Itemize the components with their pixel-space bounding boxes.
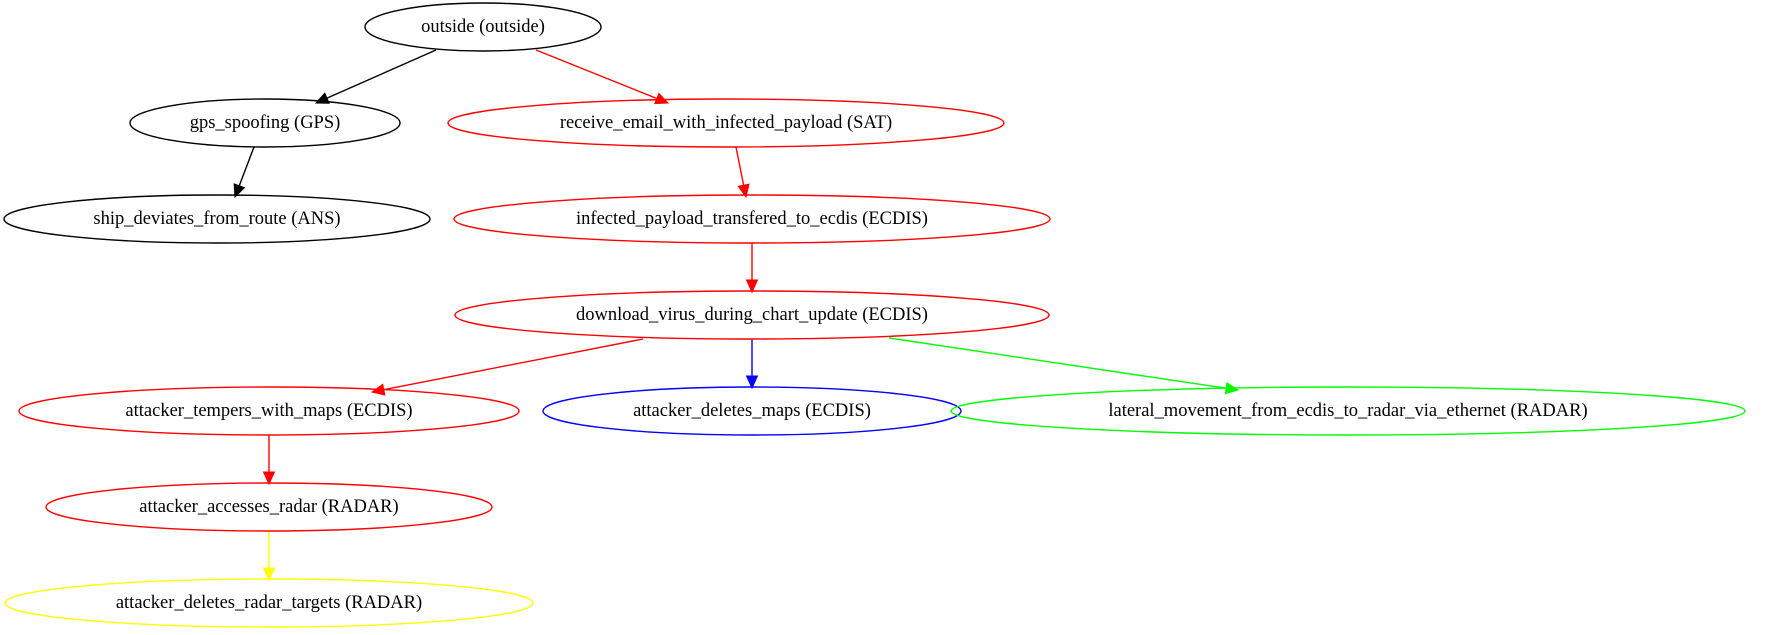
edge-gps-spoofing-to-ship-deviates (238, 146, 255, 187)
edge-download-virus-to-lateral-movement (888, 337, 1227, 389)
node-outside-label: outside (outside) (421, 17, 545, 37)
node-download-virus-label: download_virus_during_chart_update (ECDI… (576, 305, 928, 325)
node-gps-spoofing[interactable]: gps_spoofing (GPS) (129, 98, 401, 148)
node-infected-payload-label: infected_payload_transfered_to_ecdis (EC… (576, 209, 928, 229)
node-deletes-maps[interactable]: attacker_deletes_maps (ECDIS) (542, 386, 962, 436)
edge-download-virus-to-tempers-maps (383, 338, 644, 391)
node-deletes-radar-targets-label: attacker_deletes_radar_targets (RADAR) (116, 593, 422, 613)
arrowhead-outside-to-receive-email (654, 92, 670, 105)
node-accesses-radar-label: attacker_accesses_radar (RADAR) (139, 497, 398, 517)
node-deletes-radar-targets-shape (4, 578, 534, 628)
edge-receive-email-to-infected-payload (735, 146, 745, 186)
arrowhead-tempers-maps-to-accesses-radar (262, 471, 276, 486)
node-gps-spoofing-label: gps_spoofing (GPS) (190, 113, 341, 133)
node-download-virus-shape (454, 290, 1050, 340)
node-tempers-maps-label: attacker_tempers_with_maps (ECDIS) (125, 401, 412, 421)
node-deletes-radar-targets[interactable]: attacker_deletes_radar_targets (RADAR) (4, 578, 534, 628)
node-infected-payload[interactable]: infected_payload_transfered_to_ecdis (EC… (453, 194, 1051, 244)
node-tempers-maps-shape (18, 386, 520, 436)
node-outside[interactable]: outside (outside) (364, 2, 602, 52)
node-outside-shape (364, 2, 602, 52)
node-accesses-radar[interactable]: attacker_accesses_radar (RADAR) (45, 482, 493, 532)
edge-outside-to-gps-spoofing (326, 49, 437, 99)
node-lateral-movement[interactable]: lateral_movement_from_ecdis_to_radar_via… (950, 386, 1746, 436)
node-ship-deviates-shape (3, 194, 431, 244)
node-receive-email-shape (447, 98, 1005, 148)
node-accesses-radar-shape (45, 482, 493, 532)
node-tempers-maps[interactable]: attacker_tempers_with_maps (ECDIS) (18, 386, 520, 436)
node-deletes-maps-label: attacker_deletes_maps (ECDIS) (633, 401, 871, 421)
arrowhead-gps-spoofing-to-ship-deviates (233, 183, 246, 199)
node-ship-deviates-label: ship_deviates_from_route (ANS) (93, 209, 340, 229)
node-gps-spoofing-shape (129, 98, 401, 148)
arrowhead-accesses-radar-to-deletes-radar-targets (262, 567, 276, 582)
edge-outside-to-receive-email (535, 49, 658, 100)
node-receive-email-label: receive_email_with_infected_payload (SAT… (560, 113, 892, 133)
node-ship-deviates[interactable]: ship_deviates_from_route (ANS) (3, 194, 431, 244)
node-download-virus[interactable]: download_virus_during_chart_update (ECDI… (454, 290, 1050, 340)
node-receive-email[interactable]: receive_email_with_infected_payload (SAT… (447, 98, 1005, 148)
node-lateral-movement-label: lateral_movement_from_ecdis_to_radar_via… (1108, 401, 1587, 421)
node-deletes-maps-shape (542, 386, 962, 436)
nodes-layer: outside (outside) gps_spoofing (GPS) rec… (3, 2, 1746, 628)
edges-layer (233, 49, 1240, 582)
arrowhead-infected-payload-to-download-virus (745, 279, 759, 294)
arrowhead-receive-email-to-infected-payload (737, 183, 750, 199)
arrowhead-download-virus-to-deletes-maps (745, 375, 759, 390)
node-lateral-movement-shape (950, 386, 1746, 436)
node-infected-payload-shape (453, 194, 1051, 244)
